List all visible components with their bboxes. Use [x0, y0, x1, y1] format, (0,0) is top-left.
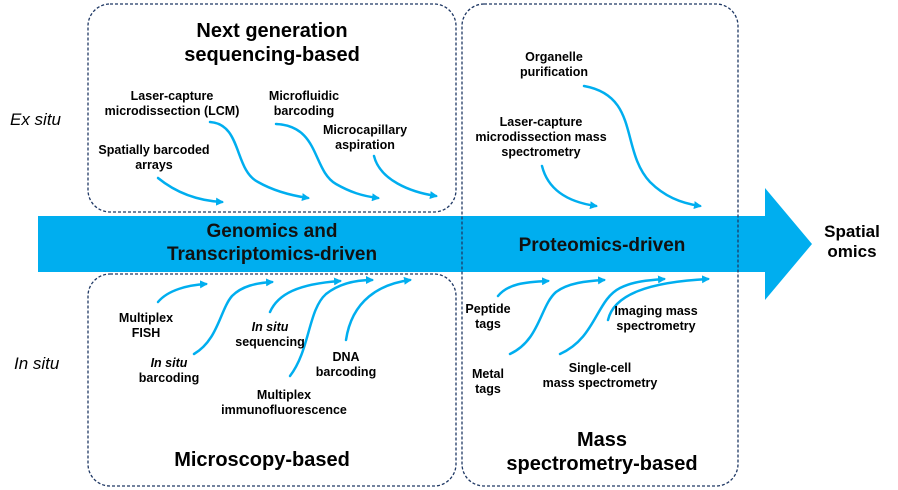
- arrow-organelle: [582, 84, 702, 210]
- method-line: purification: [519, 65, 589, 79]
- method-line: barcoding: [273, 104, 335, 118]
- method-line: Microfluidic: [268, 89, 340, 103]
- arrow-peptide-tags: [496, 277, 550, 298]
- arrow-multiplex-fish: [156, 280, 208, 304]
- method-line: Multiplex: [118, 311, 174, 325]
- arrow-metal-tags: [508, 276, 606, 356]
- in-situ-label: In situ: [14, 354, 60, 373]
- method-organelle: Organelle purification: [520, 50, 588, 80]
- method-line: Laser-capture: [499, 115, 583, 129]
- arrow-lcm: [208, 120, 310, 202]
- method-line: barcoding: [315, 365, 377, 379]
- arrow-microfluidic: [274, 122, 380, 202]
- method-line: spectrometry: [501, 145, 581, 159]
- title-line: sequencing-based: [184, 44, 360, 66]
- method-microcapillary: Microcapillary aspiration: [323, 123, 407, 153]
- arrow-in-situ-sequencing: [268, 277, 342, 314]
- banner-line: Transcriptomics-driven: [166, 244, 378, 265]
- ngs-box: [87, 3, 457, 213]
- method-spatial-arrays: Spatially barcoded arrays: [98, 143, 209, 173]
- mass-spec-box-title: Mass spectrometry-based: [506, 428, 697, 476]
- method-multiplex-fish: Multiplex FISH: [119, 311, 173, 341]
- method-line: Laser-capture: [130, 89, 214, 103]
- arrow-dna-barcoding: [344, 276, 412, 342]
- method-lcm-ms: Laser-capture microdissection mass spect…: [475, 115, 606, 160]
- method-line: Imaging mass: [614, 304, 698, 318]
- method-microfluidic: Microfluidic barcoding: [269, 89, 339, 119]
- method-in-situ-sequencing: In situ sequencing: [235, 320, 304, 350]
- method-line: microdissection (LCM): [104, 104, 240, 118]
- method-line: aspiration: [335, 138, 395, 152]
- method-line: mass spectrometry: [542, 376, 658, 390]
- title-line: Mass: [576, 429, 628, 451]
- method-line: Microcapillary: [322, 123, 408, 137]
- method-dna-barcoding: DNA barcoding: [316, 350, 376, 380]
- method-line-italic: In situ: [251, 320, 289, 334]
- method-line: arrays: [135, 158, 173, 172]
- arrow-lcm-ms: [540, 164, 598, 210]
- arrow-multiplex-if: [288, 276, 374, 378]
- arrow-imaging-ms: [606, 275, 710, 322]
- method-multiplex-if: Multiplex immunofluorescence: [221, 388, 347, 418]
- arrow-spatial-arrays: [156, 176, 224, 206]
- method-line: Multiplex: [256, 388, 312, 402]
- method-line: tags: [475, 317, 501, 331]
- arrow-in-situ-barcoding: [192, 278, 274, 356]
- banner-line: Genomics and: [206, 221, 338, 242]
- microscopy-box-title: Microscopy-based: [174, 449, 350, 471]
- title-line: spectrometry-based: [506, 453, 698, 475]
- method-lcm: Laser-capture microdissection (LCM): [105, 89, 240, 119]
- title-line: Next generation: [196, 20, 348, 42]
- method-line: FISH: [131, 326, 161, 340]
- method-line: immunofluorescence: [221, 403, 347, 417]
- method-line-italic: In situ: [150, 356, 188, 370]
- method-line: Metal: [472, 367, 504, 381]
- arrow-single-cell-ms: [558, 275, 666, 356]
- method-line: barcoding: [138, 371, 200, 385]
- method-line: sequencing: [235, 335, 305, 349]
- method-single-cell-ms: Single-cell mass spectrometry: [543, 361, 658, 391]
- method-metal-tags: Metal tags: [472, 367, 504, 397]
- banner-end-line: omics: [827, 242, 877, 261]
- genomics-banner-label: Genomics and Transcriptomics-driven: [167, 220, 377, 266]
- method-line: microdissection mass: [475, 130, 607, 144]
- method-line: Peptide: [465, 302, 511, 316]
- method-line: DNA: [332, 350, 360, 364]
- ngs-box-title: Next generation sequencing-based: [184, 19, 360, 67]
- method-imaging-ms: Imaging mass spectrometry: [614, 304, 697, 334]
- main-arrow: [38, 188, 812, 300]
- proteomics-banner-label: Proteomics-driven: [518, 235, 686, 256]
- banner-end-line: Spatial: [824, 222, 880, 241]
- method-line: spectrometry: [616, 319, 696, 333]
- mass-spec-box: [461, 3, 739, 487]
- ex-situ-label: Ex situ: [10, 110, 62, 129]
- spatial-omics-label: Spatial omics: [824, 222, 880, 262]
- method-line: Spatially barcoded: [98, 143, 210, 157]
- microscopy-box: [87, 273, 457, 487]
- method-in-situ-barcoding: In situ barcoding: [139, 356, 199, 386]
- method-line: tags: [475, 382, 501, 396]
- method-line: Single-cell: [568, 361, 632, 375]
- arrow-microcapillary: [372, 154, 438, 200]
- method-line: Organelle: [525, 50, 583, 64]
- method-peptide-tags: Peptide tags: [465, 302, 510, 332]
